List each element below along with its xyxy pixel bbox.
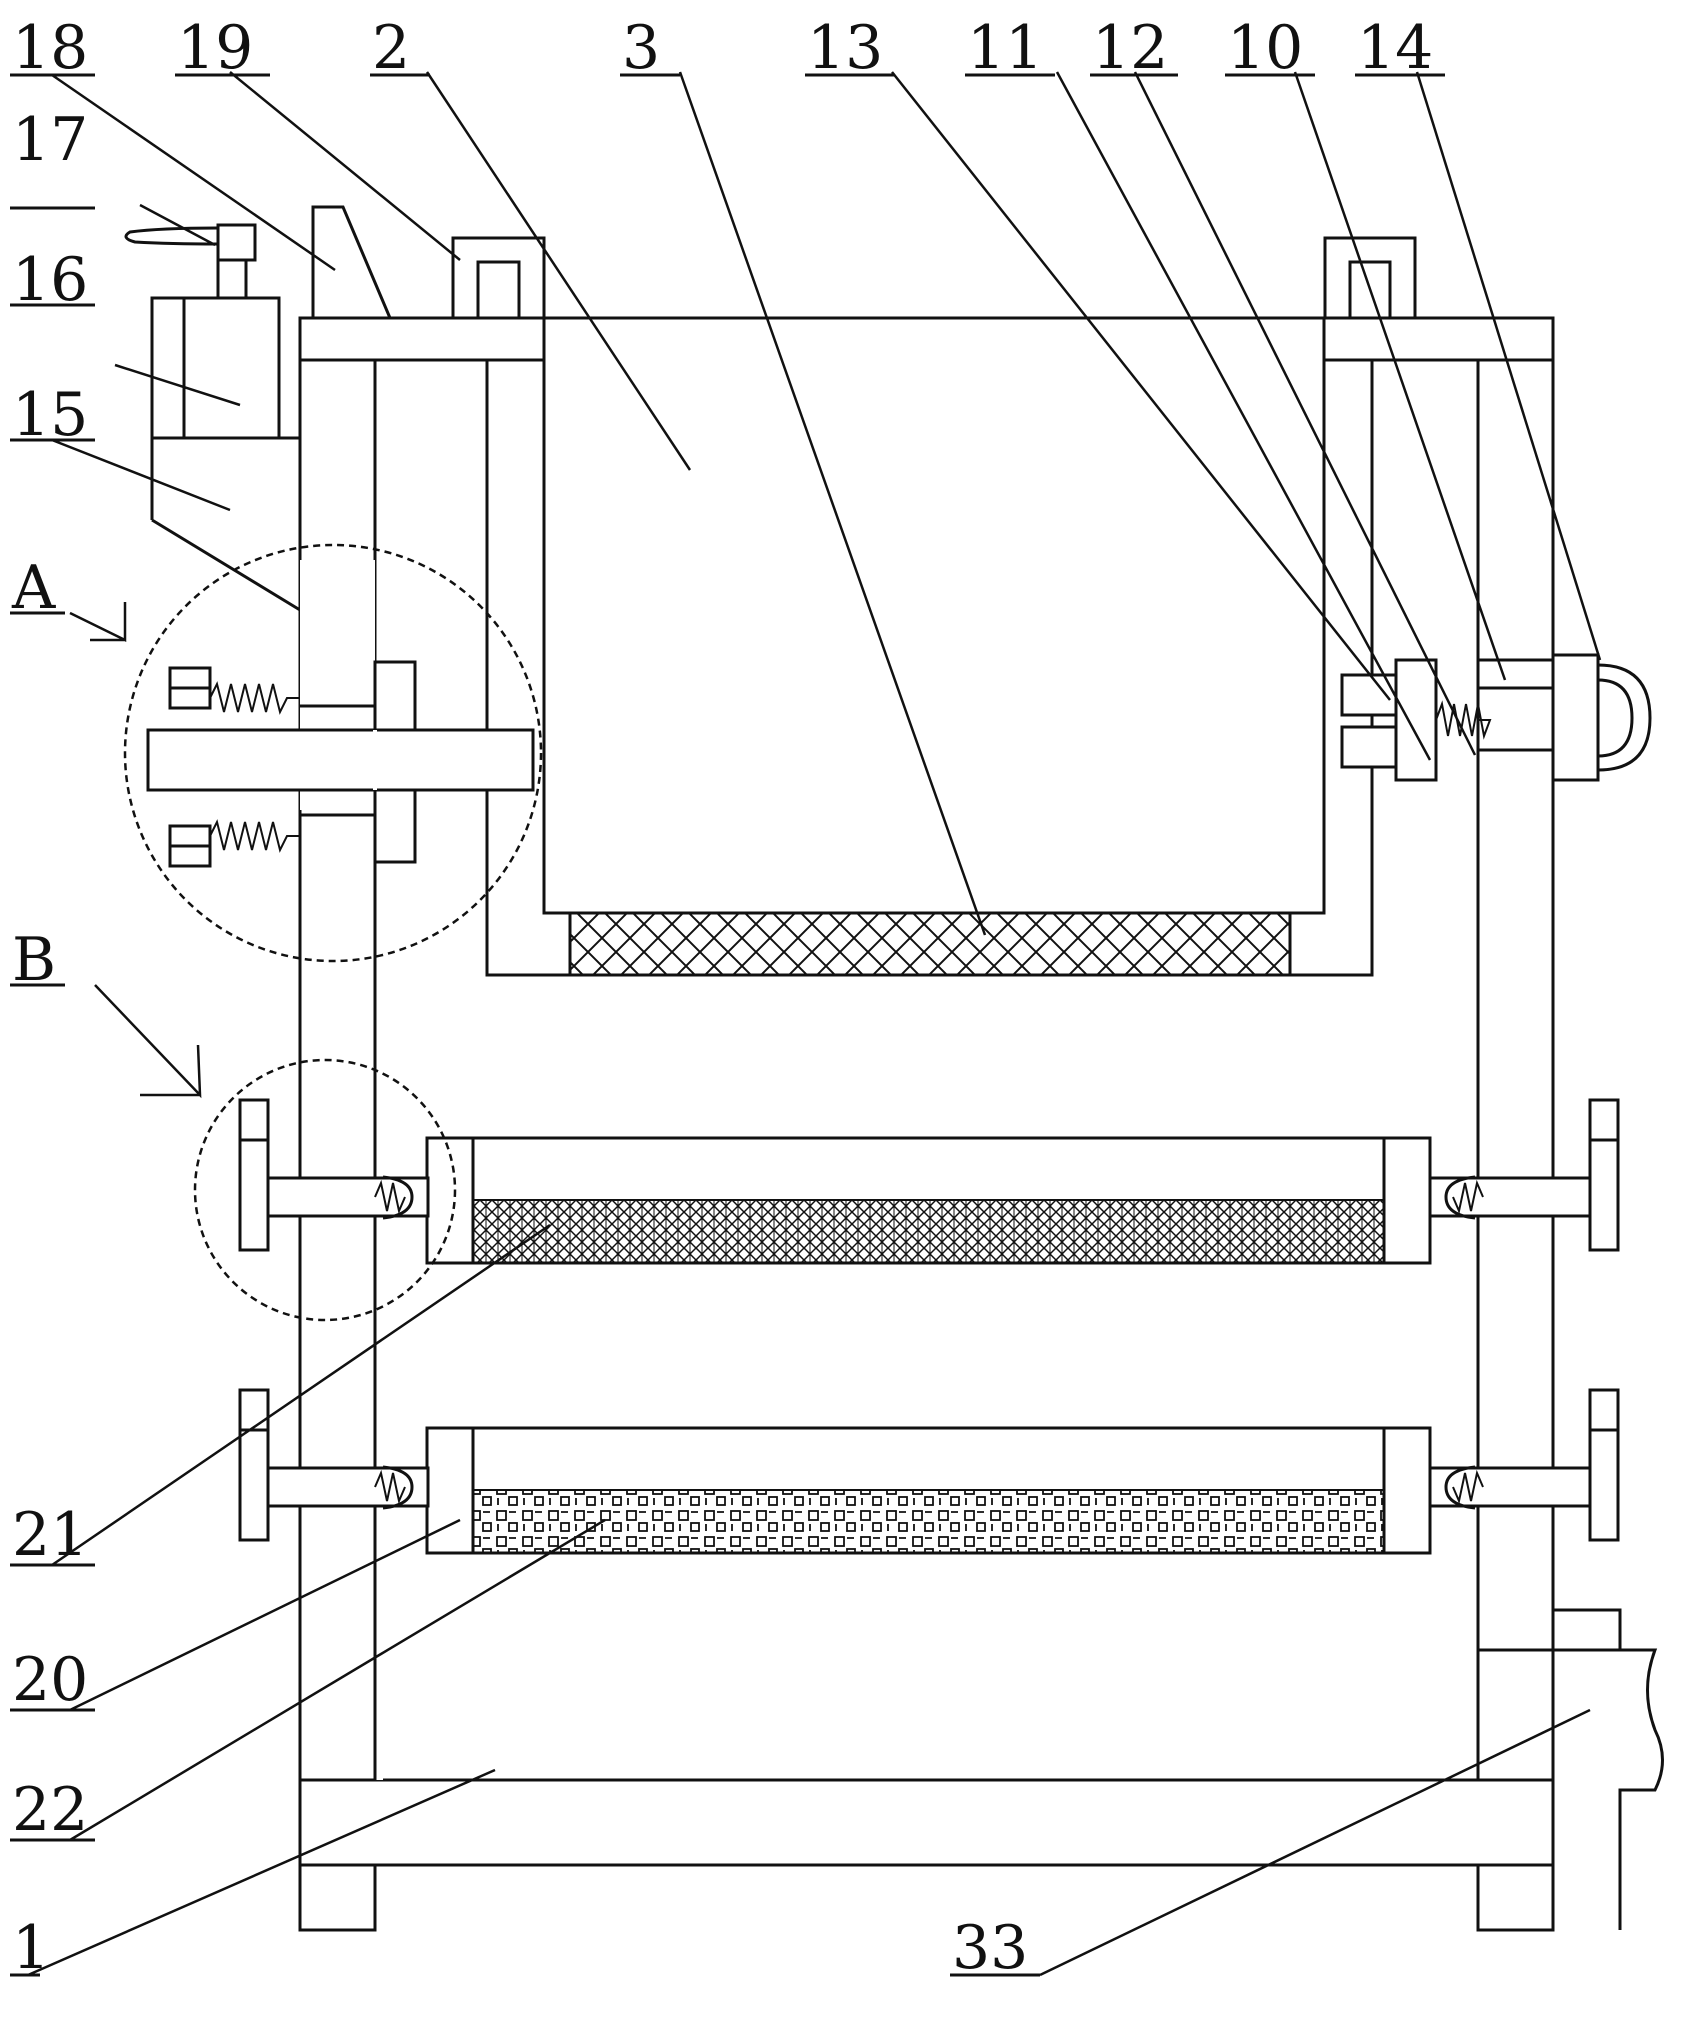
left-clamp-assembly xyxy=(146,560,535,868)
label-12: 12 xyxy=(1092,13,1168,83)
base-crossbar xyxy=(298,1778,1555,1867)
middle-left-bolt xyxy=(238,1098,430,1252)
label-20: 20 xyxy=(12,1645,88,1715)
middle-filter xyxy=(425,1136,1432,1265)
detail-circle-b xyxy=(193,1058,457,1322)
right-latch-assembly xyxy=(1340,358,1652,975)
section-arrow-a xyxy=(69,602,127,643)
label-10: 10 xyxy=(1227,13,1303,83)
label-underlines xyxy=(10,73,1445,1977)
label-11: 11 xyxy=(967,13,1043,83)
label-18: 18 xyxy=(12,13,88,83)
label-a: A xyxy=(11,553,56,623)
label-13: 13 xyxy=(807,13,883,83)
label-17: 17 xyxy=(12,105,88,175)
left-top-lug xyxy=(451,236,546,318)
lower-right-bolt xyxy=(1428,1388,1620,1542)
label-14: 14 xyxy=(1357,13,1433,83)
label-1: 1 xyxy=(12,1913,50,1983)
label-3: 3 xyxy=(622,13,660,83)
right-top-lug xyxy=(1323,236,1417,318)
label-19: 19 xyxy=(177,13,253,83)
middle-right-bolt xyxy=(1428,1098,1620,1252)
section-arrow-b xyxy=(94,984,202,1099)
outlet-pipe xyxy=(1478,1608,1664,1930)
label-2: 2 xyxy=(372,13,410,83)
spray-bottle xyxy=(124,223,281,440)
lower-left-bolt xyxy=(238,1388,430,1542)
label-b: B xyxy=(12,925,56,995)
label-15: 15 xyxy=(12,380,88,450)
detail-circle-a xyxy=(123,543,543,963)
leader-lines xyxy=(27,71,1602,1977)
handle-bracket xyxy=(311,205,392,319)
label-33: 33 xyxy=(952,1913,1028,1983)
label-16: 16 xyxy=(12,245,88,315)
top-filter-screen xyxy=(568,911,1292,977)
lower-filter xyxy=(425,1426,1432,1555)
label-21: 21 xyxy=(12,1500,88,1570)
label-22: 22 xyxy=(12,1775,88,1845)
hopper-housing xyxy=(375,316,1478,977)
